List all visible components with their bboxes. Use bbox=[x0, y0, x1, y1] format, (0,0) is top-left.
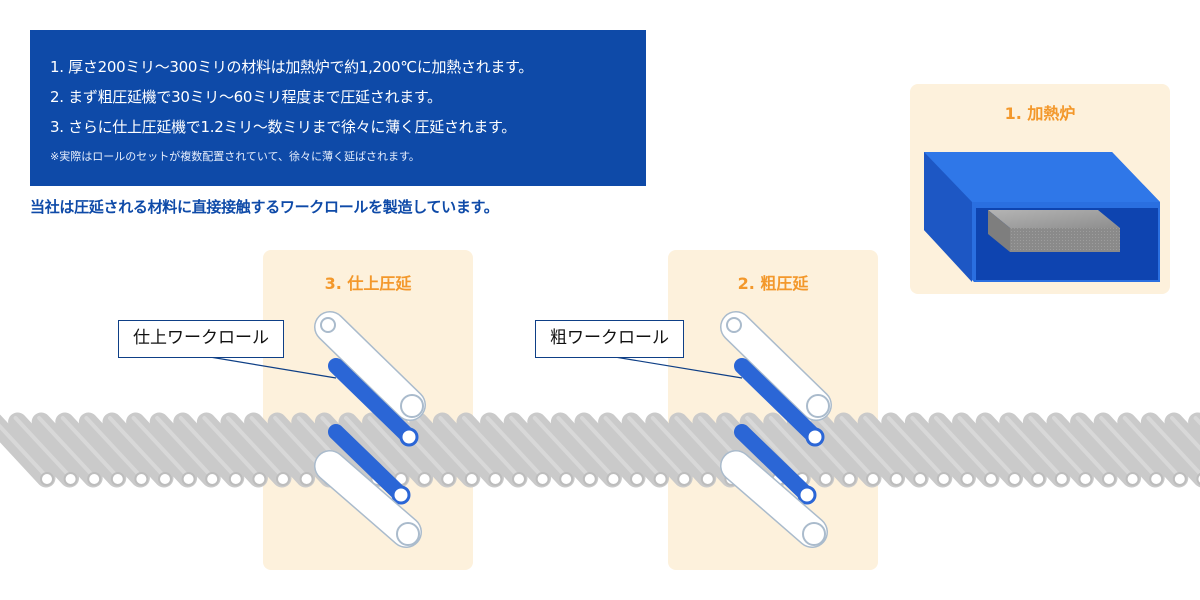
conveyor-roller-icon bbox=[1022, 412, 1094, 488]
backup-roll-icon bbox=[720, 450, 828, 548]
rough-roll-stand bbox=[720, 311, 832, 548]
conveyor-roller-icon bbox=[78, 412, 150, 488]
conveyor-roller-icon bbox=[1117, 412, 1189, 488]
backup-roll-icon bbox=[314, 450, 422, 548]
backup-roll-icon bbox=[314, 311, 426, 421]
conveyor-roller-icon bbox=[31, 412, 103, 488]
info-note: ※実際はロールのセットが複数配置されていて、徐々に薄く延ばされます。 bbox=[50, 150, 420, 163]
conveyor-roller-icon bbox=[456, 412, 528, 488]
rough-work-roll-label: 粗ワークロール bbox=[535, 320, 684, 358]
conveyor-roller-icon bbox=[244, 412, 316, 488]
conveyor-roller-icon bbox=[126, 412, 198, 488]
info-step-1: 1. 厚さ200ミリ〜300ミリの材料は加熱炉で約1,200℃に加熱されます。 bbox=[50, 58, 533, 76]
conveyor-roller-icon bbox=[409, 412, 481, 488]
conveyor-roller-icon bbox=[149, 412, 221, 488]
conveyor-roller-icon bbox=[1046, 412, 1118, 488]
conveyor-roller-icon bbox=[999, 412, 1071, 488]
furnace-title: 1. 加熱炉 bbox=[1004, 104, 1076, 123]
finish-callout-leader bbox=[209, 356, 337, 379]
conveyor-roller-icon bbox=[432, 412, 504, 488]
info-step-3: 3. さらに仕上圧延機で1.2ミリ〜数ミリまで徐々に薄く圧延されます。 bbox=[50, 118, 516, 136]
conveyor-roller-icon bbox=[928, 412, 1000, 488]
conveyor-roller-icon bbox=[55, 412, 127, 488]
conveyor-roller-icon bbox=[881, 412, 953, 488]
conveyor-roller-icon bbox=[362, 412, 434, 488]
process-info-box: 1. 厚さ200ミリ〜300ミリの材料は加熱炉で約1,200℃に加熱されます。 … bbox=[30, 30, 646, 186]
conveyor-roller-icon bbox=[196, 412, 268, 488]
finish-roll-stand bbox=[314, 311, 426, 548]
conveyor-roller-icon bbox=[527, 412, 599, 488]
conveyor-roller-icon bbox=[598, 412, 670, 488]
conveyor-roller-icon bbox=[857, 412, 929, 488]
rough-rolling-title: 2. 粗圧延 bbox=[737, 274, 809, 293]
conveyor bbox=[0, 412, 1200, 488]
info-step-2: 2. まず粗圧延機で30ミリ〜60ミリ程度まで圧延されます。 bbox=[50, 88, 442, 106]
conveyor-roller-icon bbox=[975, 412, 1047, 488]
rough-lower-work-roll bbox=[734, 424, 817, 505]
furnace-icon bbox=[924, 152, 1160, 282]
finish-upper-work-roll bbox=[328, 358, 419, 447]
conveyor-roller-icon bbox=[0, 414, 56, 488]
backup-roll-icon bbox=[720, 311, 832, 421]
conveyor-roller-icon bbox=[8, 412, 80, 488]
finish-lower-work-roll bbox=[328, 424, 411, 505]
conveyor-roller-icon bbox=[480, 412, 552, 488]
conveyor-roller-icon bbox=[763, 412, 835, 488]
conveyor-roller-icon bbox=[1093, 412, 1165, 488]
rough-upper-work-roll bbox=[734, 358, 825, 447]
conveyor-roller-icon bbox=[1164, 412, 1200, 464]
rough-callout-leader bbox=[614, 356, 743, 379]
conveyor-roller-icon bbox=[834, 412, 906, 488]
conveyor-roller-icon bbox=[220, 412, 292, 488]
conveyor-roller-icon bbox=[810, 412, 882, 488]
finish-work-roll-label: 仕上ワークロール bbox=[118, 320, 284, 358]
conveyor-roller-icon bbox=[645, 412, 717, 488]
finish-rolling-title: 3. 仕上圧延 bbox=[324, 274, 412, 293]
conveyor-roller-icon bbox=[173, 412, 245, 488]
slab-icon bbox=[988, 210, 1120, 252]
intro-text: 当社は圧延される材料に直接接触するワークロールを製造しています。 bbox=[30, 198, 499, 216]
conveyor-roller-icon bbox=[102, 412, 174, 488]
conveyor-roller-icon bbox=[574, 412, 646, 488]
conveyor-roller-icon bbox=[621, 412, 693, 488]
conveyor-roller-icon bbox=[952, 412, 1024, 488]
conveyor-roller-icon bbox=[1140, 412, 1200, 488]
conveyor-roller-icon bbox=[904, 412, 976, 488]
conveyor-roller-icon bbox=[503, 412, 575, 488]
conveyor-roller-icon bbox=[550, 412, 622, 488]
conveyor-roller-icon bbox=[1070, 412, 1142, 488]
